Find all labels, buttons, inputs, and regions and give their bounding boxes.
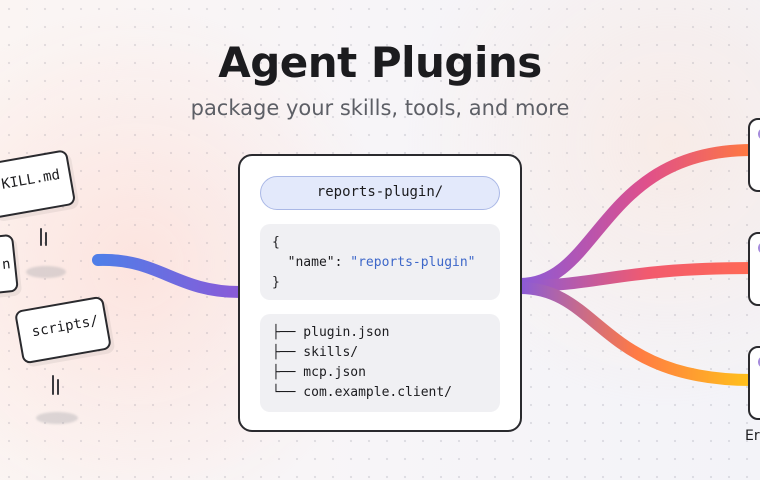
tree-item: ├── plugin.json (272, 325, 390, 340)
chip-shadow (36, 412, 78, 424)
status-dot-icon (758, 356, 760, 368)
output-target-label: Er (745, 428, 760, 444)
output-target-top (748, 118, 760, 192)
json-close-brace: } (272, 275, 280, 290)
json-open-brace: { (272, 235, 280, 250)
plugin-card: reports-plugin/ { "name": "reports-plugi… (238, 154, 522, 432)
page-title: Agent Plugins (218, 38, 542, 87)
json-key: "name" (287, 255, 335, 270)
json-separator: : (334, 255, 351, 270)
motion-line (52, 375, 54, 395)
json-name-line: "name": "reports-plugin" (272, 253, 500, 273)
output-flow-line-middle (519, 262, 753, 292)
plugin-json-block: { "name": "reports-plugin" } (260, 224, 500, 300)
motion-line (45, 232, 47, 246)
plugin-file-tree: ├── plugin.json ├── skills/ ├── mcp.json └─… (260, 314, 500, 412)
output-flow-line-bottom (519, 282, 753, 386)
plugin-folder-name: reports-plugin/ (260, 176, 500, 210)
output-target-bottom (748, 346, 760, 420)
tree-item: └── com.example.client/ (272, 385, 453, 400)
motion-line (57, 379, 59, 395)
output-target-middle (748, 232, 760, 306)
status-dot-icon (758, 128, 760, 140)
json-value: "reports-plugin" (350, 255, 476, 270)
motion-line (40, 228, 42, 246)
tree-item: ├── skills/ (272, 345, 359, 360)
status-dot-icon (758, 242, 760, 254)
tree-item: ├── mcp.json (272, 365, 366, 380)
page-subtitle: package your skills, tools, and more (190, 96, 570, 120)
input-flow-line (92, 253, 246, 298)
chip-shadow (26, 266, 66, 278)
output-flow-line-top (519, 144, 753, 290)
